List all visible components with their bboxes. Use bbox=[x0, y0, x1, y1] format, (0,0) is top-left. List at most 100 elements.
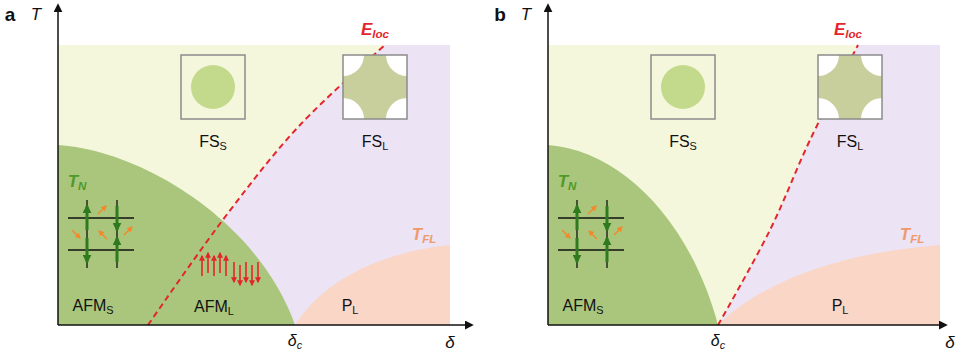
critical-point-label: δc bbox=[288, 333, 302, 351]
moment-up-arrow bbox=[213, 256, 215, 276]
fermi-liquid-region bbox=[295, 245, 450, 325]
electron-arrow bbox=[562, 230, 570, 238]
lattice-line bbox=[68, 249, 134, 250]
electron-arrow bbox=[72, 230, 80, 238]
afm-region bbox=[548, 145, 718, 325]
axis-label: T bbox=[31, 6, 41, 23]
main-symbol: P bbox=[342, 297, 353, 314]
spin-arrow bbox=[116, 238, 119, 262]
subscript: L bbox=[857, 140, 863, 152]
spin-arrow bbox=[606, 206, 609, 230]
subscript: S bbox=[106, 304, 113, 316]
electron-arrow bbox=[589, 231, 597, 239]
subscript: loc bbox=[372, 28, 389, 40]
moment-up-arrow bbox=[207, 253, 209, 273]
subscript: S bbox=[220, 140, 227, 152]
spin-arrow bbox=[576, 206, 579, 230]
local-moment-arrows bbox=[202, 253, 258, 285]
subscript: L bbox=[228, 305, 234, 317]
main-symbol: FS bbox=[362, 133, 382, 150]
subscript: L bbox=[382, 140, 388, 152]
phase-label: FSS bbox=[669, 134, 697, 152]
phase-label: FSL bbox=[362, 134, 389, 152]
axis-label: T bbox=[521, 6, 531, 23]
moment-up-arrow bbox=[219, 253, 221, 273]
fs-inset-frame bbox=[651, 55, 715, 119]
small-fermi-surface bbox=[191, 65, 235, 109]
crossover-label: Eloc bbox=[361, 21, 389, 41]
fermi-liquid-region bbox=[718, 245, 940, 325]
moment-down-arrow bbox=[239, 265, 241, 285]
moment-down-arrow bbox=[257, 262, 259, 282]
axis-label: δ bbox=[945, 334, 954, 351]
subscript: c bbox=[297, 339, 302, 351]
neel-line-label: TN bbox=[68, 173, 87, 193]
electron-arrow bbox=[98, 206, 106, 214]
main-symbol: E bbox=[361, 20, 372, 39]
fs-inset-ground bbox=[343, 55, 407, 119]
fs-inset-ground bbox=[818, 55, 882, 119]
subscript: S bbox=[596, 304, 603, 316]
electron-arrow bbox=[588, 206, 596, 214]
phase-label: AFML bbox=[194, 299, 234, 317]
main-symbol: AFM bbox=[562, 297, 596, 314]
phase-label: AFMS bbox=[562, 298, 603, 316]
main-symbol: δ bbox=[711, 332, 720, 349]
large-fs-region bbox=[718, 45, 940, 325]
neel-line-label: TN bbox=[558, 173, 577, 193]
fs-inset-frame bbox=[343, 55, 407, 119]
lattice-line bbox=[606, 200, 607, 268]
large-fermi-surface bbox=[818, 55, 882, 119]
spin-lattice-icon bbox=[68, 200, 134, 268]
main-symbol: FS bbox=[837, 133, 857, 150]
phase-panel bbox=[548, 5, 946, 325]
lattice-line bbox=[558, 217, 624, 218]
main-symbol: P bbox=[832, 297, 843, 314]
subscript: L bbox=[842, 304, 848, 316]
subscript: N bbox=[78, 180, 86, 192]
small-fs-region bbox=[548, 45, 940, 325]
electron-arrow bbox=[124, 227, 132, 235]
main-symbol: T bbox=[68, 172, 78, 191]
main-symbol: E bbox=[834, 20, 845, 39]
electron-arrow bbox=[614, 227, 622, 235]
subscript: FL bbox=[422, 233, 436, 245]
fs-inset-frame bbox=[181, 55, 245, 119]
y-axis bbox=[547, 5, 549, 325]
main-symbol: T bbox=[558, 172, 568, 191]
subscript: S bbox=[690, 140, 697, 152]
main-symbol: δ bbox=[288, 332, 297, 349]
fermi-liquid-label: TFL bbox=[900, 226, 925, 246]
spin-arrow bbox=[116, 206, 119, 230]
lattice-line bbox=[576, 200, 577, 268]
panel-letter: b bbox=[494, 5, 506, 24]
moment-up-arrow bbox=[225, 256, 227, 276]
small-fermi-surface bbox=[661, 65, 705, 109]
phase-label: FSL bbox=[837, 134, 864, 152]
moment-up-arrow bbox=[201, 256, 203, 276]
main-symbol: FS bbox=[199, 133, 219, 150]
crossover-label: Eloc bbox=[834, 21, 862, 41]
afm-region bbox=[58, 145, 295, 325]
spin-arrow bbox=[576, 238, 579, 262]
spin-lattice-icon bbox=[558, 200, 624, 268]
moment-down-arrow bbox=[245, 262, 247, 282]
critical-point-label: δc bbox=[711, 333, 725, 351]
spin-arrow bbox=[606, 238, 609, 262]
main-symbol: T bbox=[412, 225, 422, 244]
lattice-line bbox=[558, 249, 624, 250]
main-symbol: AFM bbox=[194, 298, 228, 315]
panel-letter: a bbox=[5, 5, 16, 24]
large-fermi-surface bbox=[343, 55, 407, 119]
x-axis bbox=[548, 324, 946, 326]
spin-arrow bbox=[86, 238, 89, 262]
lattice-line bbox=[116, 200, 117, 268]
main-symbol: AFM bbox=[72, 297, 106, 314]
lattice-line bbox=[86, 200, 87, 268]
small-fs-region bbox=[58, 45, 450, 325]
subscript: loc bbox=[845, 28, 862, 40]
phase-panel bbox=[58, 5, 472, 325]
x-axis bbox=[58, 324, 472, 326]
